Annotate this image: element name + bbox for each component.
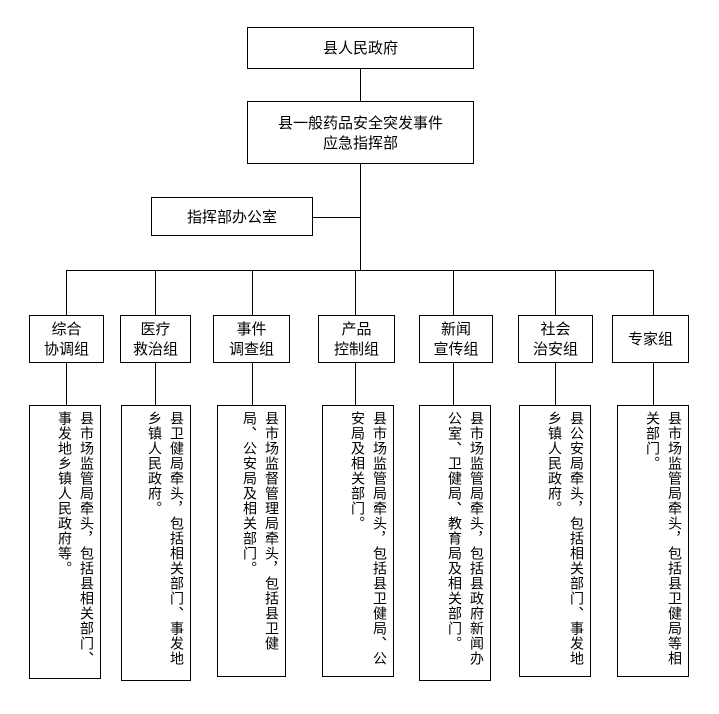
connector-group-2 xyxy=(155,270,156,315)
connector-group-bus xyxy=(66,270,654,271)
connector-desc-6 xyxy=(555,363,556,405)
group-box-medical-treatment: 医疗 救治组 xyxy=(120,315,191,363)
connector-group-1 xyxy=(66,270,67,315)
county-government-label: 县人民政府 xyxy=(322,39,398,57)
group-desc-product-control: 县市场监管局牵头，包括县卫健局、公安局及相关部门。 xyxy=(322,405,394,677)
connector-desc-5 xyxy=(453,363,454,405)
group-label: 专家组 xyxy=(627,330,673,348)
connector-office xyxy=(312,217,360,218)
group-label: 综合 协调组 xyxy=(43,320,89,358)
connector-group-3 xyxy=(252,270,253,315)
group-label: 社会 治安组 xyxy=(532,320,578,358)
headquarters-office-box: 指挥部办公室 xyxy=(151,197,313,236)
group-desc-coordination: 县市场监管局牵头，包括县相关部门、事发地乡镇人民政府等。 xyxy=(29,405,101,679)
connector-group-5 xyxy=(453,270,454,315)
county-government-box: 县人民政府 xyxy=(247,27,474,69)
connector-desc-2 xyxy=(155,363,156,405)
group-desc-news-publicity: 县市场监管局牵头，包括县政府新闻办公室、卫健局、教育局及相关部门。 xyxy=(419,405,491,681)
group-box-expert: 专家组 xyxy=(612,315,689,363)
command-headquarters-label: 县一般药品安全突发事件 应急指挥部 xyxy=(277,113,443,152)
connector-top-to-command xyxy=(360,69,361,101)
headquarters-office-label: 指挥部办公室 xyxy=(186,207,277,226)
command-headquarters-box: 县一般药品安全突发事件 应急指挥部 xyxy=(247,101,474,164)
group-desc-expert: 县市场监管局牵头，包括县卫健局等相关部门。 xyxy=(617,405,689,677)
group-desc-public-security: 县公安局牵头，包括相关部门、事发地乡镇人民政府。 xyxy=(519,405,591,677)
connector-desc-3 xyxy=(252,363,253,405)
group-desc-incident-investigation: 县市场监督管理局牵头，包括县卫健局、公安局及相关部门。 xyxy=(217,405,286,677)
group-box-incident-investigation: 事件 调查组 xyxy=(213,315,290,363)
connector-group-6 xyxy=(555,270,556,315)
group-box-coordination: 综合 协调组 xyxy=(29,315,104,363)
group-label: 产品 控制组 xyxy=(333,320,379,358)
group-label: 新闻 宣传组 xyxy=(433,320,479,358)
connector-desc-4 xyxy=(355,363,356,405)
connector-group-7 xyxy=(653,270,654,315)
connector-group-4 xyxy=(355,270,356,315)
group-box-public-security: 社会 治安组 xyxy=(518,315,593,363)
group-box-news-publicity: 新闻 宣传组 xyxy=(419,315,493,363)
group-label: 事件 调查组 xyxy=(228,320,274,358)
group-label: 医疗 救治组 xyxy=(132,320,178,358)
group-desc-medical-treatment: 县卫健局牵头，包括相关部门、事发地乡镇人民政府。 xyxy=(121,405,191,681)
group-box-product-control: 产品 控制组 xyxy=(318,315,395,363)
connector-desc-1 xyxy=(66,363,67,405)
connector-main-trunk xyxy=(360,164,361,270)
connector-desc-7 xyxy=(653,363,654,405)
